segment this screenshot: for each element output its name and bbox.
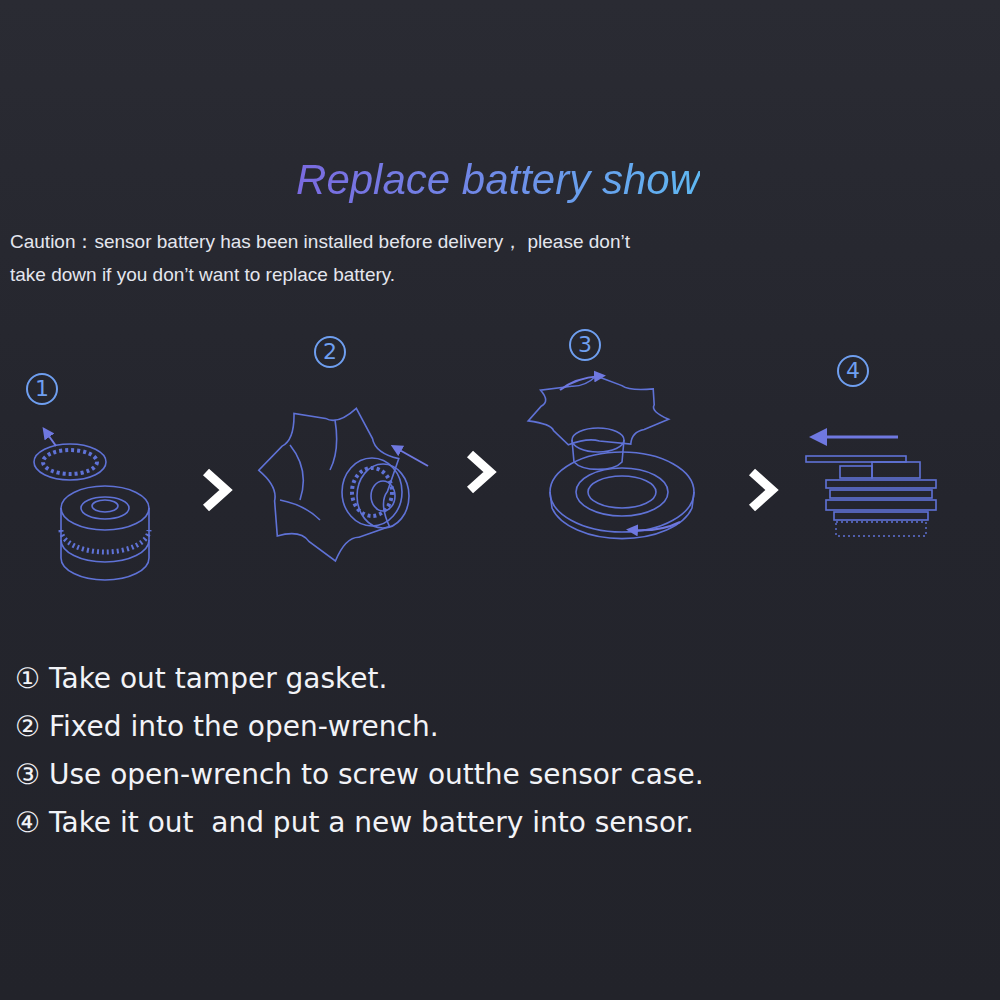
title-rule bbox=[10, 175, 262, 178]
battery-side-view bbox=[806, 437, 936, 536]
wrench-with-sensor bbox=[259, 408, 428, 561]
title-rule bbox=[735, 175, 990, 178]
step-instruction: ① Take out tamper gasket. bbox=[15, 662, 387, 695]
step-chevron bbox=[206, 472, 226, 508]
callout-number: 3 bbox=[569, 329, 601, 361]
caution-note: Caution：sensor battery has been installe… bbox=[10, 225, 670, 291]
step-chevron bbox=[470, 454, 490, 490]
step-instruction: ② Fixed into the open-wrench. bbox=[15, 710, 439, 743]
gasket-and-sensor bbox=[34, 432, 149, 580]
step-instruction: ④ Take it out and put a new battery into… bbox=[15, 806, 694, 839]
title: Replace battery show bbox=[296, 157, 700, 203]
callout-number: 4 bbox=[837, 355, 869, 387]
step-instruction: ③ Use open-wrench to screw outthe sensor… bbox=[15, 758, 704, 791]
wrench-unscrewing-case bbox=[528, 376, 694, 539]
callout-number: 2 bbox=[314, 336, 346, 368]
step-chevron bbox=[752, 472, 772, 508]
callout-number: 1 bbox=[26, 373, 58, 405]
